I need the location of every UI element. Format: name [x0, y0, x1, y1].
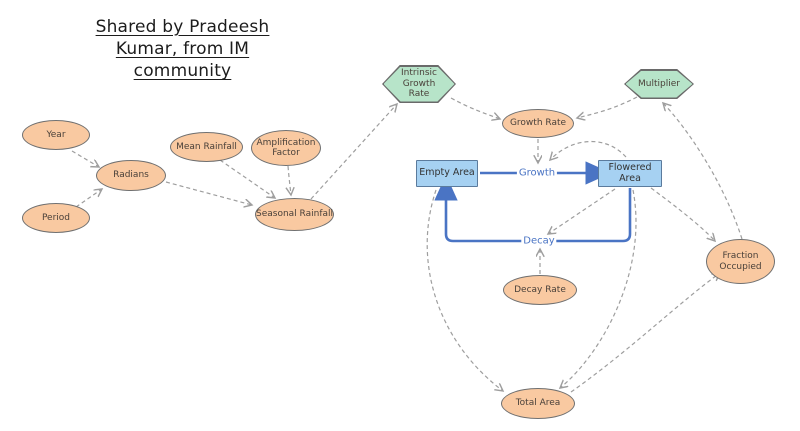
variable-seasonal-rainfall[interactable]: Seasonal Rainfall — [255, 198, 334, 231]
stock-empty-area[interactable]: Empty Area — [416, 160, 478, 187]
converter-multiplier-label: Multiplier — [638, 78, 680, 89]
stock-empty-area-label: Empty Area — [419, 167, 475, 179]
variable-mean-rainfall-label: Mean Rainfall — [176, 141, 237, 152]
link-empty-area-to-total-area[interactable] — [426, 189, 503, 391]
converter-intrinsic-growth-rate[interactable]: Intrinsic Growth Rate — [382, 65, 456, 103]
variable-decay-rate-label: Decay Rate — [514, 284, 566, 295]
variable-amplification-factor-label: Amplification Factor — [256, 137, 316, 158]
variable-mean-rainfall[interactable]: Mean Rainfall — [170, 132, 243, 162]
variable-radians[interactable]: Radians — [96, 160, 166, 191]
link-mean-rainfall-to-seasonal-rainfall[interactable] — [219, 159, 275, 198]
title-line-3: community — [133, 61, 232, 82]
flow-growth-label[interactable]: Growth — [516, 167, 558, 179]
stock-flowered-area-label: Flowered Area — [608, 161, 652, 184]
flow-decay[interactable] — [434, 174, 632, 243]
link-period-to-radians[interactable] — [75, 189, 102, 208]
variable-total-area[interactable]: Total Area — [501, 388, 575, 419]
variable-period[interactable]: Period — [22, 203, 90, 233]
link-intrinsic-growth-rate-to-growth-rate[interactable] — [450, 97, 500, 119]
variable-year[interactable]: Year — [22, 120, 90, 150]
variable-seasonal-rainfall-label: Seasonal Rainfall — [256, 209, 334, 220]
link-total-area-to-fraction-occupied[interactable] — [570, 273, 720, 393]
converter-intrinsic-growth-rate-label: Intrinsic Growth Rate — [401, 68, 437, 100]
flow-decay-label[interactable]: Decay — [521, 235, 557, 247]
link-seasonal-rainfall-to-intrinsic-growth-rate[interactable] — [310, 104, 397, 200]
diagram-title: Shared by Pradeesh Kumar, from IM commun… — [80, 16, 285, 82]
variable-fraction-occupied-label: Fraction Occupied — [719, 251, 762, 272]
link-multiplier-to-growth-rate[interactable] — [577, 96, 638, 118]
variable-decay-rate[interactable]: Decay Rate — [503, 275, 577, 305]
variable-total-area-label: Total Area — [515, 398, 561, 409]
variable-growth-rate[interactable]: Growth Rate — [502, 109, 574, 138]
link-flowered-area-to-fraction-occupied[interactable] — [650, 187, 715, 241]
link-year-to-radians[interactable] — [71, 150, 99, 167]
link-amplification-factor-to-seasonal-rainfall[interactable] — [288, 165, 291, 195]
converter-multiplier[interactable]: Multiplier — [624, 69, 694, 99]
link-flowered-area-to-growth-flow[interactable] — [550, 141, 627, 160]
variable-growth-rate-label: Growth Rate — [509, 118, 567, 129]
link-fraction-occupied-to-multiplier[interactable] — [663, 103, 743, 240]
variable-radians-label: Radians — [113, 170, 149, 181]
link-radians-to-seasonal-rainfall[interactable] — [165, 181, 252, 205]
variable-fraction-occupied[interactable]: Fraction Occupied — [706, 239, 775, 284]
variable-amplification-factor[interactable]: Amplification Factor — [251, 130, 321, 166]
stock-flowered-area[interactable]: Flowered Area — [598, 160, 662, 187]
title-line-2: Kumar, from IM — [115, 39, 250, 60]
title-line-1: Shared by Pradeesh — [95, 17, 270, 37]
link-flowered-area-to-decay-flow[interactable] — [548, 188, 616, 234]
link-flowered-area-to-total-area[interactable] — [560, 189, 637, 388]
variable-period-label: Period — [41, 212, 71, 223]
variable-year-label: Year — [46, 129, 66, 140]
